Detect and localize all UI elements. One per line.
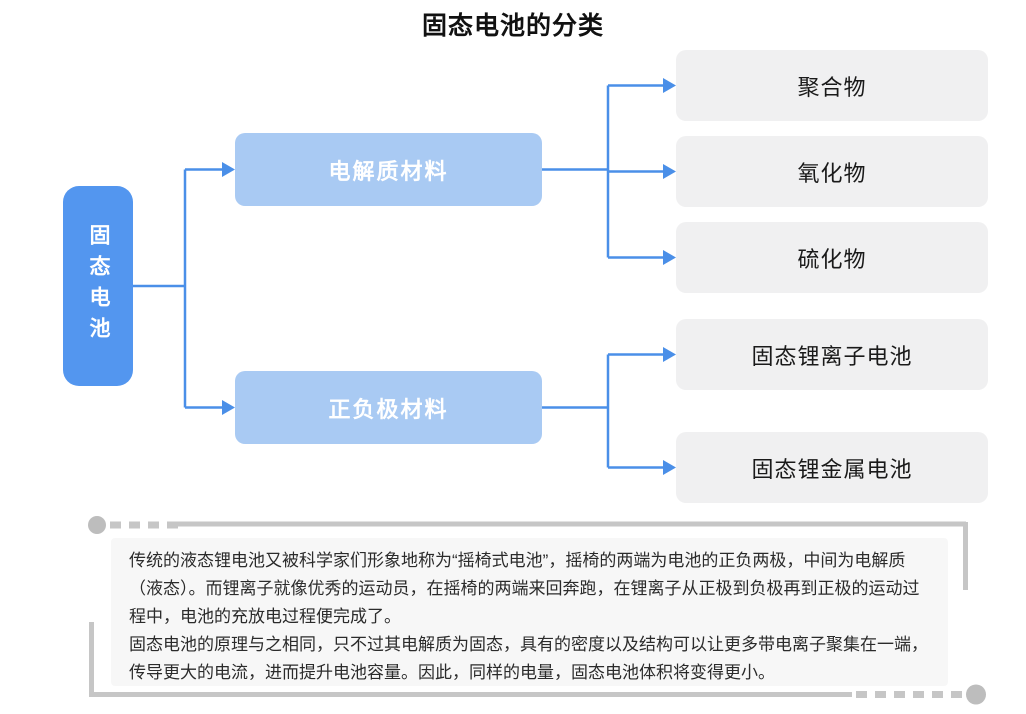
node-solid-li-metal-battery: 固态锂金属电池 <box>676 432 988 503</box>
node-sulfide: 硫化物 <box>676 222 988 293</box>
arrowhead-icon <box>222 162 235 177</box>
node-solid-li-ion-battery: 固态锂离子电池 <box>676 319 988 390</box>
node-polymer: 聚合物 <box>676 50 988 121</box>
diagram-title: 固态电池的分类 <box>421 12 604 40</box>
node-electrolyte-materials: 电解质材料 <box>235 133 542 206</box>
decor-dot-top-left <box>88 516 106 534</box>
note-paragraph: 传统的液态锂电池又被科学家们形象地称为“摇椅式电池”，摇椅的两端为电池的正负两极… <box>129 551 920 626</box>
node-electrode-materials: 正负极材料 <box>235 371 542 444</box>
node-solid-state-battery: 固态电池 <box>63 186 133 386</box>
arrowhead-icon <box>222 400 235 415</box>
node-oxide: 氧化物 <box>676 136 988 207</box>
decor-dot-bottom-right <box>966 684 986 705</box>
arrowhead-icon <box>663 460 676 475</box>
note-paragraph: 固态电池的原理与之相同，只不过其电解质为固态，具有的密度以及结构可以让更多带电离… <box>129 635 928 682</box>
arrowhead-icon <box>663 164 676 179</box>
arrowhead-icon <box>663 347 676 362</box>
note-panel: 传统的液态锂电池又被科学家们形象地称为“摇椅式电池”，摇椅的两端为电池的正负两极… <box>111 538 948 686</box>
arrowhead-icon <box>663 250 676 265</box>
arrowhead-icon <box>663 78 676 93</box>
